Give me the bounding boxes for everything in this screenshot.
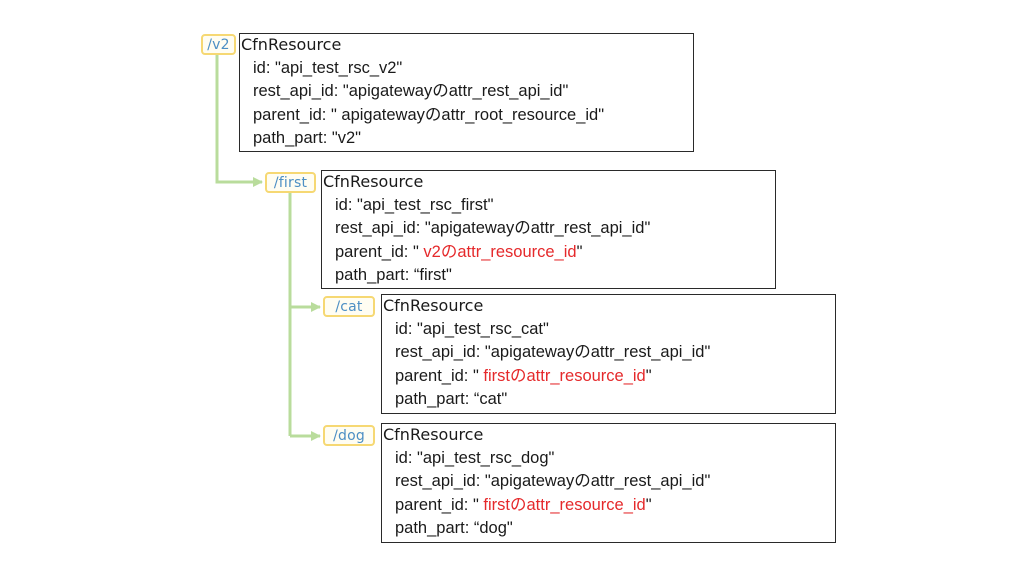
resource-title: CfnResource <box>323 172 424 191</box>
resource-path-part-line: path_part: "v2" <box>253 128 362 147</box>
resource-rest-api-id-line: rest_api_id: "apigatewayのattr_rest_api_i… <box>335 219 651 238</box>
resource-title: CfnResource <box>241 35 342 54</box>
path-tag-dog: /dog <box>323 425 375 446</box>
path-tag-v2: /v2 <box>201 34 236 55</box>
parent-id-highlight: v2のattr_resource_id <box>423 242 577 261</box>
resource-parent-id-line: parent_id: " v2のattr_resource_id" <box>335 241 650 264</box>
resource-id-line: id: "api_test_rsc_v2" <box>253 59 403 77</box>
resource-title: CfnResource <box>383 296 484 315</box>
resource-title: CfnResource <box>383 425 484 444</box>
resource-box-v2: CfnResource id: "api_test_rsc_v2" rest_a… <box>239 33 694 152</box>
parent-id-suffix: " <box>576 242 583 261</box>
parent-id-suffix: " <box>645 495 652 514</box>
resource-parent-id-line: parent_id: " firstのattr_resource_id" <box>395 365 710 388</box>
resource-id-line: id: "api_test_rsc_first" <box>335 196 494 214</box>
path-tag-first: /first <box>265 172 316 193</box>
resource-path-part-line: path_part: “cat" <box>395 389 508 408</box>
resource-rest-api-id-line: rest_api_id: "apigatewayのattr_rest_api_i… <box>395 472 711 491</box>
parent-id-prefix: parent_id: " <box>335 242 424 261</box>
parent-id-prefix: parent_id: " <box>395 366 484 385</box>
resource-rest-api-id-line: rest_api_id: "apigatewayのattr_rest_api_i… <box>253 82 569 101</box>
connector-v2-to-first <box>215 55 263 187</box>
resource-id-line: id: "api_test_rsc_dog" <box>395 449 555 467</box>
resource-box-first: CfnResource id: "api_test_rsc_first" res… <box>321 170 776 289</box>
path-tag-cat: /cat <box>323 296 375 317</box>
resource-path-part-line: path_part: “first" <box>335 265 452 284</box>
parent-id-highlight: firstのattr_resource_id <box>483 495 646 514</box>
resource-box-cat: CfnResource id: "api_test_rsc_cat" rest_… <box>381 294 836 414</box>
parent-id-prefix: parent_id: " <box>395 495 484 514</box>
resource-parent-id-line: parent_id: " apigatewayのattr_root_resour… <box>253 105 605 124</box>
resource-id-line: id: "api_test_rsc_cat" <box>395 320 549 338</box>
parent-id-highlight: firstのattr_resource_id <box>483 366 646 385</box>
resource-parent-id-line: parent_id: " firstのattr_resource_id" <box>395 494 710 517</box>
resource-rest-api-id-line: rest_api_id: "apigatewayのattr_rest_api_i… <box>395 343 711 362</box>
resource-box-dog: CfnResource id: "api_test_rsc_dog" rest_… <box>381 423 836 543</box>
parent-id-suffix: " <box>645 366 652 385</box>
resource-path-part-line: path_part: “dog" <box>395 518 513 537</box>
